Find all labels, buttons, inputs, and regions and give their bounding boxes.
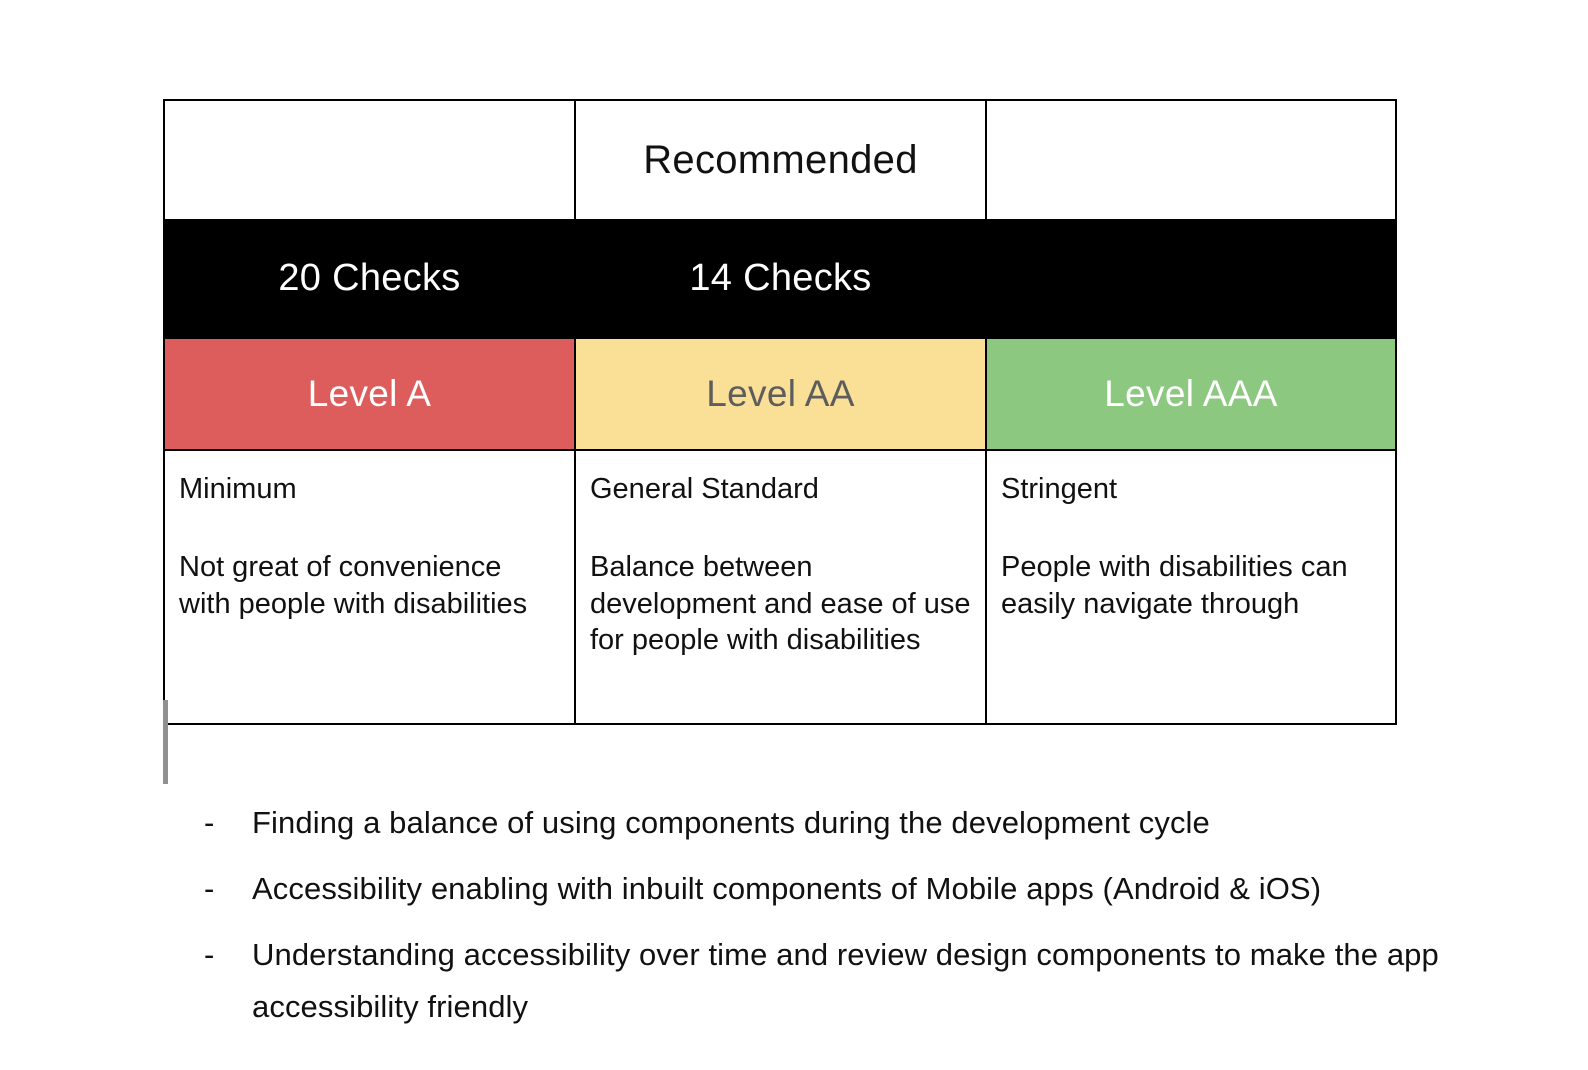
left-accent-line [163,700,168,784]
level-label-a: Level A [307,372,432,414]
checks-label-level-aa: 14 Checks [689,257,872,300]
wcag-levels-table: Recommended 20 Checks 14 Checks Level A … [163,99,1397,725]
list-item-text: Accessibility enabling with inbuilt comp… [252,871,1322,906]
dash-bullet-icon: - [204,871,215,906]
desc-body-level-a: Not great of convenience with people wit… [179,551,528,620]
list-item: - Understanding accessibility over time … [204,929,1454,1033]
checks-label-level-a: 20 Checks [278,257,461,300]
table-row-recommended: Recommended [163,99,1397,221]
notes-list: - Finding a balance of using components … [204,797,1454,1047]
desc-title-level-aa: General Standard [590,473,819,505]
recommended-cell-level-aa: Recommended [574,99,987,221]
level-cell-level-aa: Level AA [574,337,987,451]
level-label-aa: Level AA [706,372,855,414]
level-cell-level-aaa: Level AAA [985,337,1397,451]
desc-cell-level-aaa: Stringent People with disabilities can e… [985,449,1397,725]
list-item: - Accessibility enabling with inbuilt co… [204,863,1454,915]
desc-title-level-a: Minimum [179,473,297,505]
recommended-cell-level-a [163,99,576,221]
desc-cell-level-a: Minimum Not great of convenience with pe… [163,449,576,725]
desc-body-level-aaa: People with disabilities can easily navi… [1001,551,1348,620]
recommended-label: Recommended [643,138,918,182]
table-row-descriptions: Minimum Not great of convenience with pe… [163,449,1397,725]
dash-bullet-icon: - [204,937,215,972]
desc-body-level-aa: Balance between development and ease of … [590,551,971,656]
table-row-levels: Level A Level AA Level AAA [163,337,1397,451]
checks-cell-level-aaa [985,219,1397,339]
dash-bullet-icon: - [204,805,215,840]
checks-cell-level-aa: 14 Checks [574,219,987,339]
list-item: - Finding a balance of using components … [204,797,1454,849]
level-cell-level-a: Level A [163,337,576,451]
table-row-checks: 20 Checks 14 Checks [163,219,1397,339]
list-item-text: Finding a balance of using components du… [252,805,1210,840]
recommended-cell-level-aaa [985,99,1397,221]
checks-cell-level-a: 20 Checks [163,219,576,339]
list-item-text: Understanding accessibility over time an… [252,937,1439,1024]
level-label-aaa: Level AAA [1104,372,1278,414]
desc-title-level-aaa: Stringent [1001,473,1118,505]
desc-cell-level-aa: General Standard Balance between develop… [574,449,987,725]
